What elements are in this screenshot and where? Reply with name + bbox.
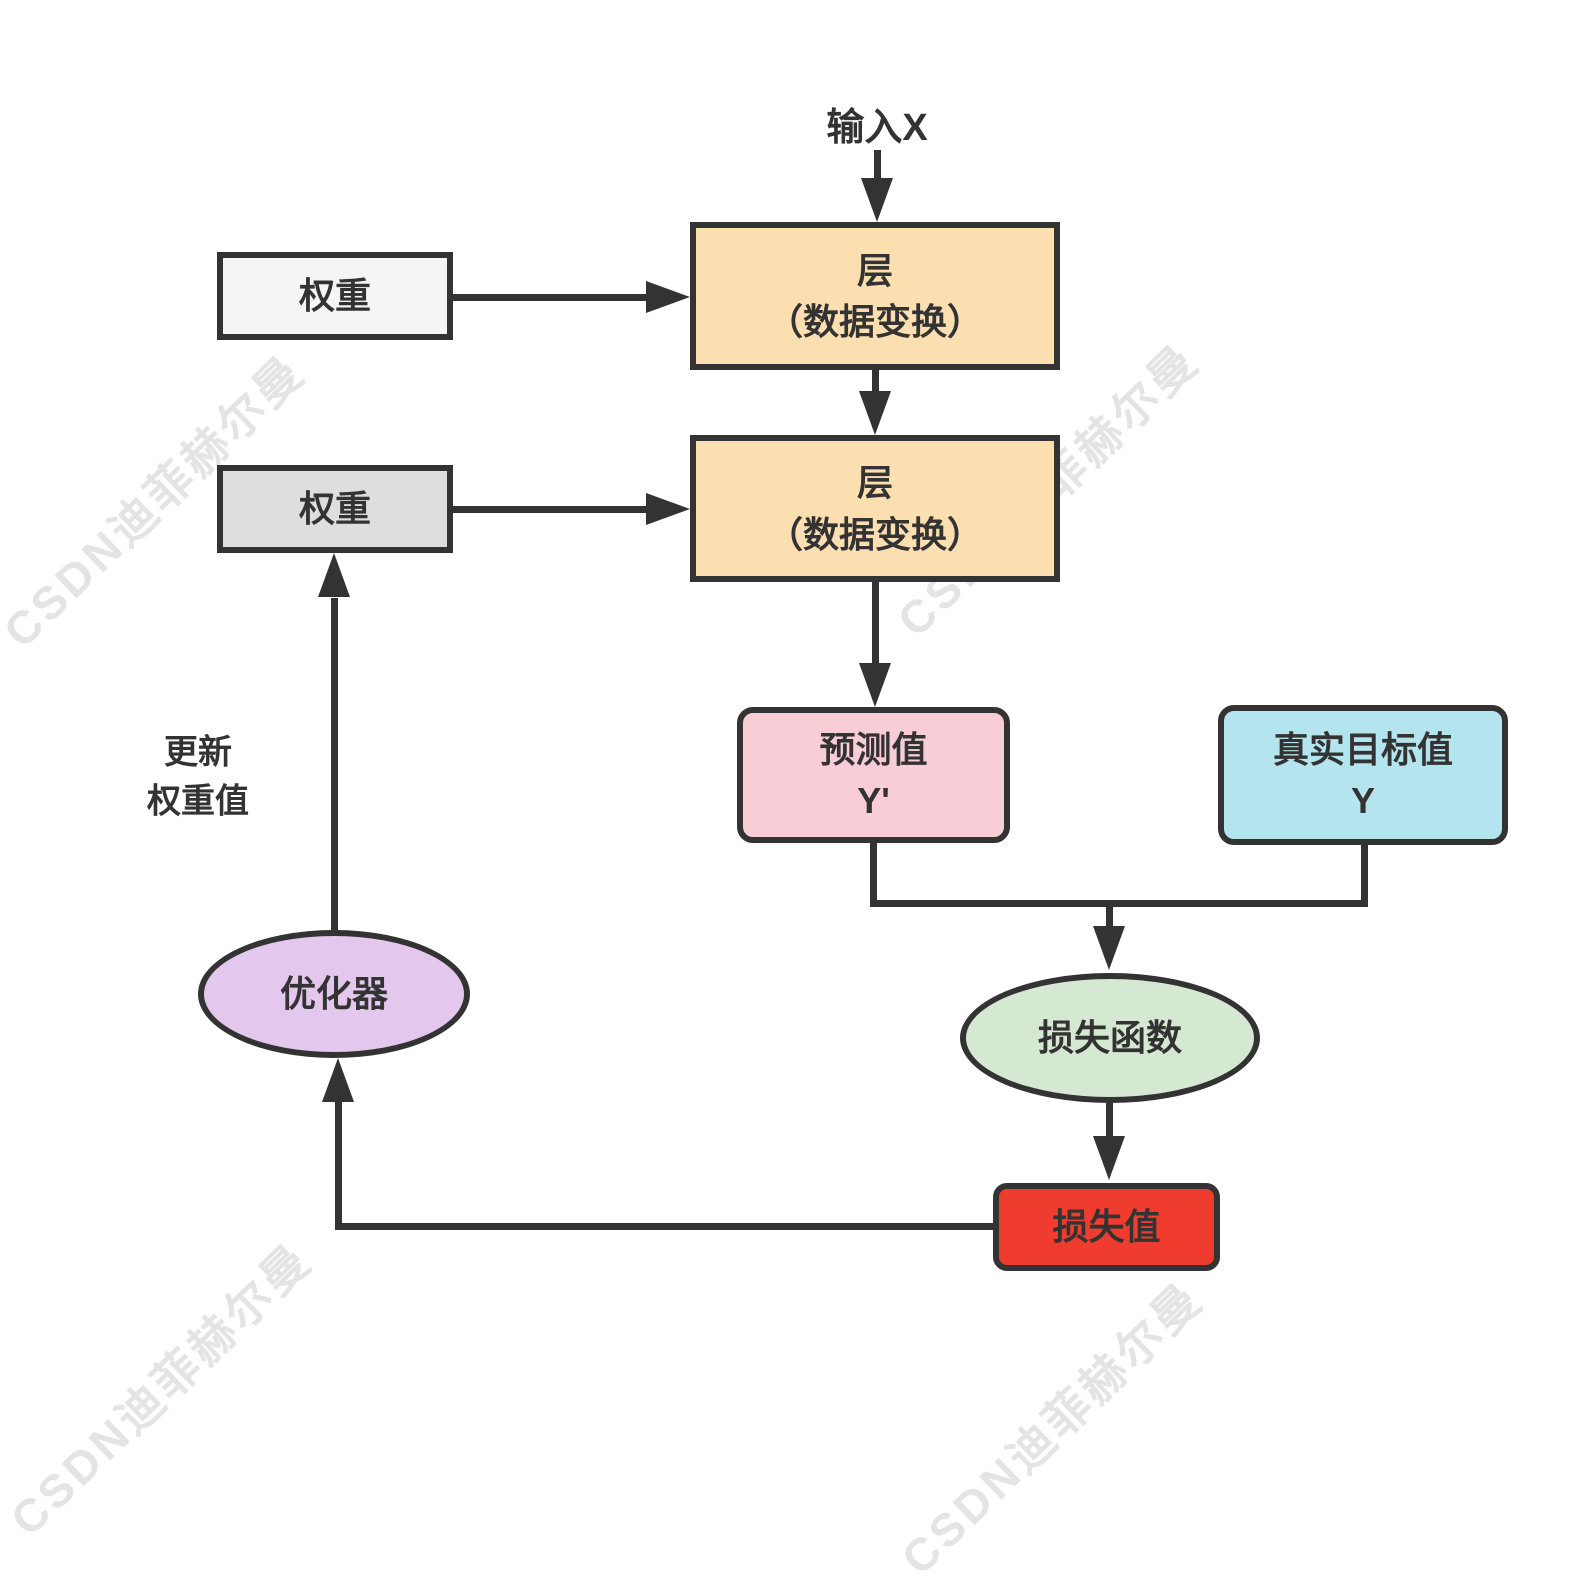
arrow-weights-top-to-layer-top-head <box>646 281 690 313</box>
weights-bottom-box: 权重 <box>217 465 453 553</box>
flow-diagram: CSDN迪菲赫尔曼 CSDN迪菲赫尔曼 CSDN迪菲赫尔曼 CSDN迪菲赫尔曼 … <box>0 107 1508 1585</box>
input-x-label: 输入X <box>826 107 928 149</box>
prediction-subtitle: Y' <box>857 780 890 821</box>
connector-true-target-drop <box>1361 845 1368 907</box>
prediction-title: 预测值 <box>819 728 928 770</box>
update-weights-note-line1: 更新 <box>164 733 232 772</box>
connector-merge-line <box>870 900 1368 907</box>
update-weights-note-line2: 权重值 <box>147 783 249 821</box>
arrow-input-to-layer-top-line <box>874 150 881 182</box>
arrow-weights-top-to-layer-top-line <box>453 294 653 301</box>
connector-prediction-drop <box>870 843 877 907</box>
arrow-layer-bottom-to-prediction-line <box>872 582 879 666</box>
update-weights-note: 更新 权重值 <box>147 729 249 828</box>
watermark-text: CSDN迪菲赫尔曼 <box>0 1232 322 1546</box>
loss-value-box: 损失值 <box>993 1183 1220 1271</box>
weights-top-label: 权重 <box>298 275 371 317</box>
feedback-vertical-line <box>335 1100 342 1230</box>
optimizer-ellipse: 优化器 <box>198 930 470 1058</box>
layer-top-subtitle: （数据变换） <box>766 301 983 342</box>
arrow-weights-bottom-to-layer-bottom-head <box>646 493 690 525</box>
layer-bottom-subtitle: （数据变换） <box>766 513 983 555</box>
loss-value-label: 损失值 <box>1052 1206 1161 1248</box>
weights-bottom-label: 权重 <box>298 488 371 530</box>
arrow-merge-to-loss-function-line <box>1106 900 1113 930</box>
prediction-box: 预测值 Y' <box>737 707 1010 843</box>
arrow-weights-bottom-to-layer-bottom-line <box>453 506 653 513</box>
layer-bottom-title: 层 <box>856 462 893 504</box>
true-target-title: 真实目标值 <box>1272 728 1453 770</box>
arrow-layer-top-to-layer-bottom-line <box>872 370 879 394</box>
arrow-loss-function-to-loss-value-head <box>1093 1136 1125 1180</box>
arrow-input-to-layer-top-head <box>861 178 893 222</box>
arrow-optimizer-to-weights-head <box>318 553 350 597</box>
arrow-layer-top-to-layer-bottom-head <box>859 391 891 435</box>
true-target-subtitle: Y <box>1350 780 1375 821</box>
arrow-loss-function-to-loss-value-line <box>1106 1103 1113 1139</box>
layer-bottom-box: 层 （数据变换） <box>690 435 1060 582</box>
layer-top-title: 层 <box>856 249 893 291</box>
arrow-feedback-to-optimizer-head <box>322 1058 354 1102</box>
layer-top-box: 层 （数据变换） <box>690 222 1060 370</box>
loss-function-label: 损失函数 <box>1037 1017 1182 1059</box>
arrow-layer-bottom-to-prediction-head <box>859 663 891 707</box>
true-target-box: 真实目标值 Y <box>1218 705 1508 845</box>
watermark-text: CSDN迪菲赫尔曼 <box>891 1271 1213 1585</box>
arrow-optimizer-to-weights-line <box>331 598 338 930</box>
loss-function-ellipse: 损失函数 <box>960 973 1260 1103</box>
weights-top-box: 权重 <box>217 252 453 340</box>
optimizer-label: 优化器 <box>279 973 388 1015</box>
feedback-horizontal-line <box>335 1223 993 1230</box>
arrow-merge-to-loss-function-head <box>1093 926 1125 970</box>
